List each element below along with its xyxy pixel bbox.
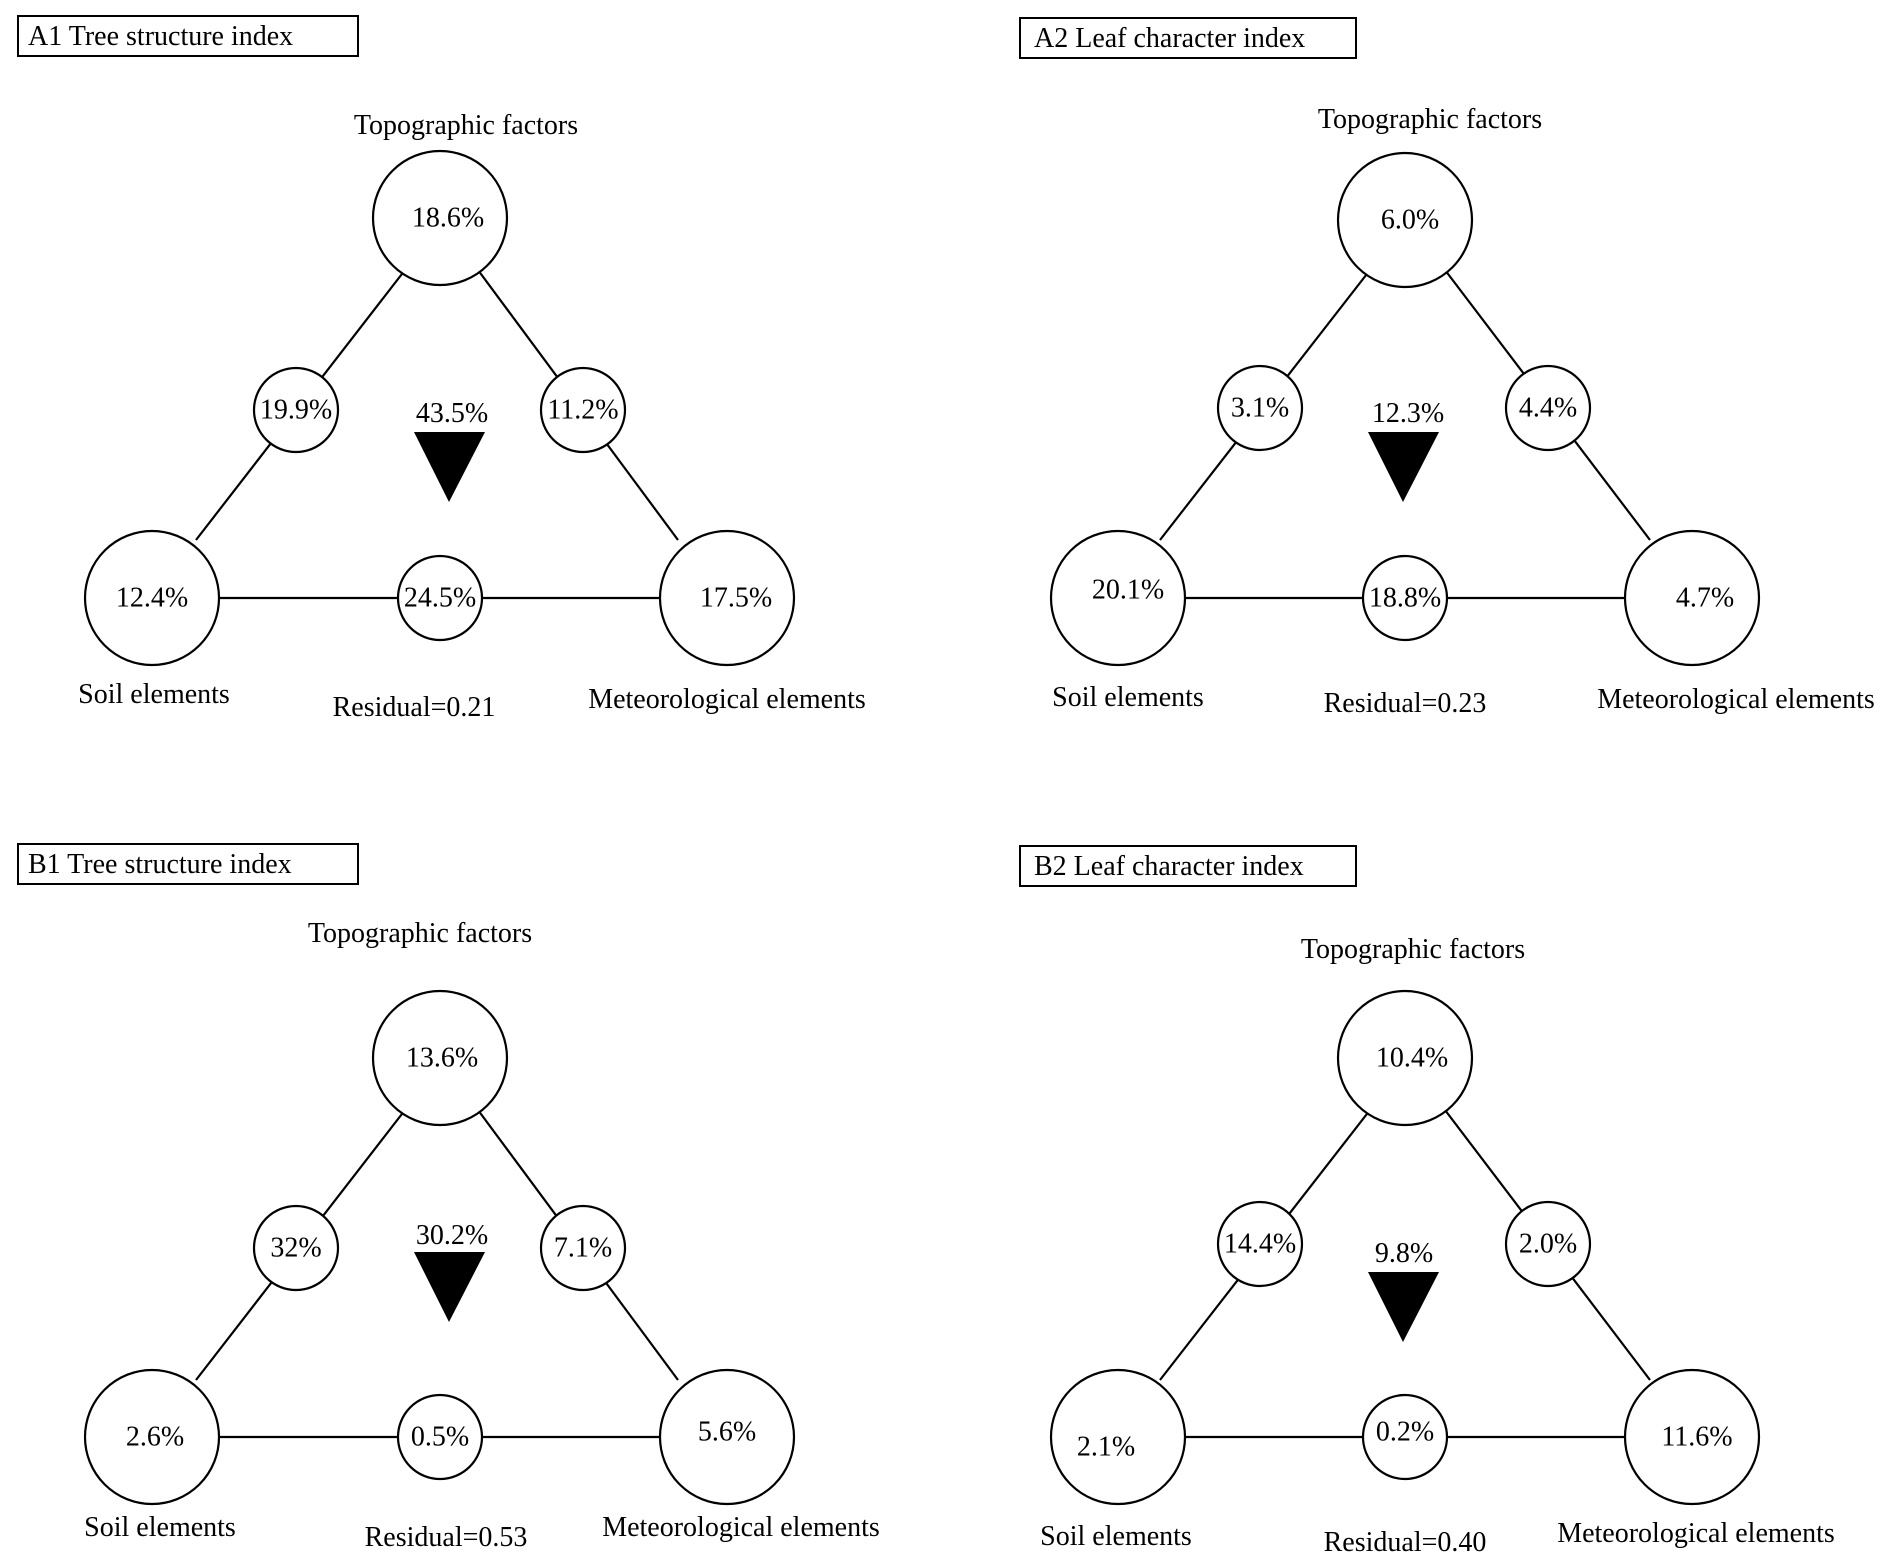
meteorological-elements-value: 11.6% <box>1661 1422 1732 1453</box>
topographic-factors-value: 18.6% <box>412 203 484 234</box>
topo-meteo-shared-circle <box>1504 364 1592 452</box>
topographic-factors-label: Topographic factors <box>1318 104 1542 135</box>
soil-elements-value: 20.1% <box>1092 575 1164 606</box>
topo-soil-shared-circle <box>1216 364 1304 452</box>
meteorological-elements-label: Meteorological elements <box>588 684 866 715</box>
topo-soil-shared-value: 14.4% <box>1224 1229 1296 1260</box>
meteorological-elements-circle <box>658 529 796 667</box>
soil-elements-circle <box>83 529 221 667</box>
panel-title: B1 Tree structure index <box>28 849 292 880</box>
topographic-factors-value: 10.4% <box>1376 1043 1448 1074</box>
topographic-factors-value: 6.0% <box>1381 205 1439 236</box>
soil-elements-value: 12.4% <box>116 583 188 614</box>
panel-a1: A1 Tree structure index Topographic fact… <box>17 15 866 723</box>
meteorological-elements-value: 4.7% <box>1676 583 1734 614</box>
meteorological-elements-circle <box>1623 529 1761 667</box>
residual-value: Residual=0.23 <box>1324 688 1487 719</box>
meteorological-elements-circle <box>1623 1368 1761 1506</box>
shared-effect-triangle <box>414 432 485 502</box>
topographic-factors-circle <box>1336 989 1474 1127</box>
soil-elements-label: Soil elements <box>78 679 230 710</box>
shared-effect-triangle <box>1368 1272 1439 1342</box>
topographic-factors-circle <box>1336 151 1474 289</box>
topo-meteo-shared-value: 4.4% <box>1519 393 1577 424</box>
meteorological-elements-label: Meteorological elements <box>1557 1518 1835 1549</box>
panel-a2: A2 Leaf character index Topographic fact… <box>1019 17 1875 719</box>
soil-meteo-shared-value: 24.5% <box>404 583 476 614</box>
topo-meteo-shared-circle <box>1504 1200 1592 1288</box>
soil-meteo-shared-value: 18.8% <box>1369 583 1441 614</box>
residual-value: Residual=0.53 <box>365 1522 528 1553</box>
topographic-factors-label: Topographic factors <box>354 110 578 141</box>
topo-meteo-shared-circle <box>539 1204 627 1292</box>
soil-elements-label: Soil elements <box>1052 682 1204 713</box>
soil-meteo-shared-value: 0.2% <box>1376 1417 1434 1448</box>
soil-elements-label: Soil elements <box>84 1512 236 1543</box>
all-three-shared-value: 12.3% <box>1372 398 1444 429</box>
topographic-factors-circle <box>371 149 509 287</box>
topo-soil-shared-circle <box>252 1204 340 1292</box>
topo-meteo-shared-value: 11.2% <box>547 395 618 426</box>
soil-elements-circle <box>83 1368 221 1506</box>
topographic-factors-label: Topographic factors <box>308 918 532 949</box>
meteorological-elements-label: Meteorological elements <box>1597 684 1875 715</box>
soil-meteo-shared-circle <box>396 1393 484 1481</box>
panel-title-box <box>17 15 359 57</box>
topographic-factors-label: Topographic factors <box>1301 934 1525 965</box>
topo-soil-shared-value: 19.9% <box>260 395 332 426</box>
soil-meteo-shared-circle <box>1361 1393 1449 1481</box>
panel-b2: B2 Leaf character index Topographic fact… <box>1019 845 1835 1558</box>
topographic-factors-circle <box>371 989 509 1127</box>
panel-b1: B1 Tree structure index Topographic fact… <box>17 843 880 1553</box>
topo-soil-shared-value: 3.1% <box>1231 393 1289 424</box>
topographic-factors-value: 13.6% <box>406 1043 478 1074</box>
topo-soil-shared-value: 32% <box>270 1233 321 1264</box>
topo-meteo-shared-value: 7.1% <box>554 1233 612 1264</box>
soil-elements-value: 2.1% <box>1077 1432 1135 1463</box>
all-three-shared-value: 43.5% <box>416 398 488 429</box>
panel-title: A1 Tree structure index <box>28 21 293 52</box>
all-three-shared-value: 30.2% <box>416 1220 488 1251</box>
residual-value: Residual=0.40 <box>1324 1527 1487 1558</box>
panel-title: B2 Leaf character index <box>1034 851 1304 882</box>
soil-meteo-shared-circle <box>396 554 484 642</box>
soil-elements-value: 2.6% <box>126 1422 184 1453</box>
soil-elements-circle <box>1049 1368 1187 1506</box>
panel-title-box <box>1019 17 1357 59</box>
meteorological-elements-label: Meteorological elements <box>602 1512 880 1543</box>
soil-meteo-shared-value: 0.5% <box>411 1422 469 1453</box>
topo-meteo-shared-circle <box>539 366 627 454</box>
meteorological-elements-circle <box>658 1368 796 1506</box>
panel-title-box <box>1019 845 1357 887</box>
meteorological-elements-value: 5.6% <box>698 1417 756 1448</box>
shared-effect-triangle <box>1368 432 1439 502</box>
meteorological-elements-value: 17.5% <box>700 583 772 614</box>
topo-soil-shared-circle <box>252 366 340 454</box>
panel-title-box <box>17 843 359 885</box>
soil-elements-label: Soil elements <box>1040 1521 1192 1552</box>
soil-meteo-shared-circle <box>1361 554 1449 642</box>
soil-elements-circle <box>1049 529 1187 667</box>
all-three-shared-value: 9.8% <box>1375 1238 1433 1269</box>
topo-soil-shared-circle <box>1216 1200 1304 1288</box>
residual-value: Residual=0.21 <box>333 692 496 723</box>
topo-meteo-shared-value: 2.0% <box>1519 1229 1577 1260</box>
panel-title: A2 Leaf character index <box>1034 23 1305 54</box>
shared-effect-triangle <box>414 1252 485 1322</box>
